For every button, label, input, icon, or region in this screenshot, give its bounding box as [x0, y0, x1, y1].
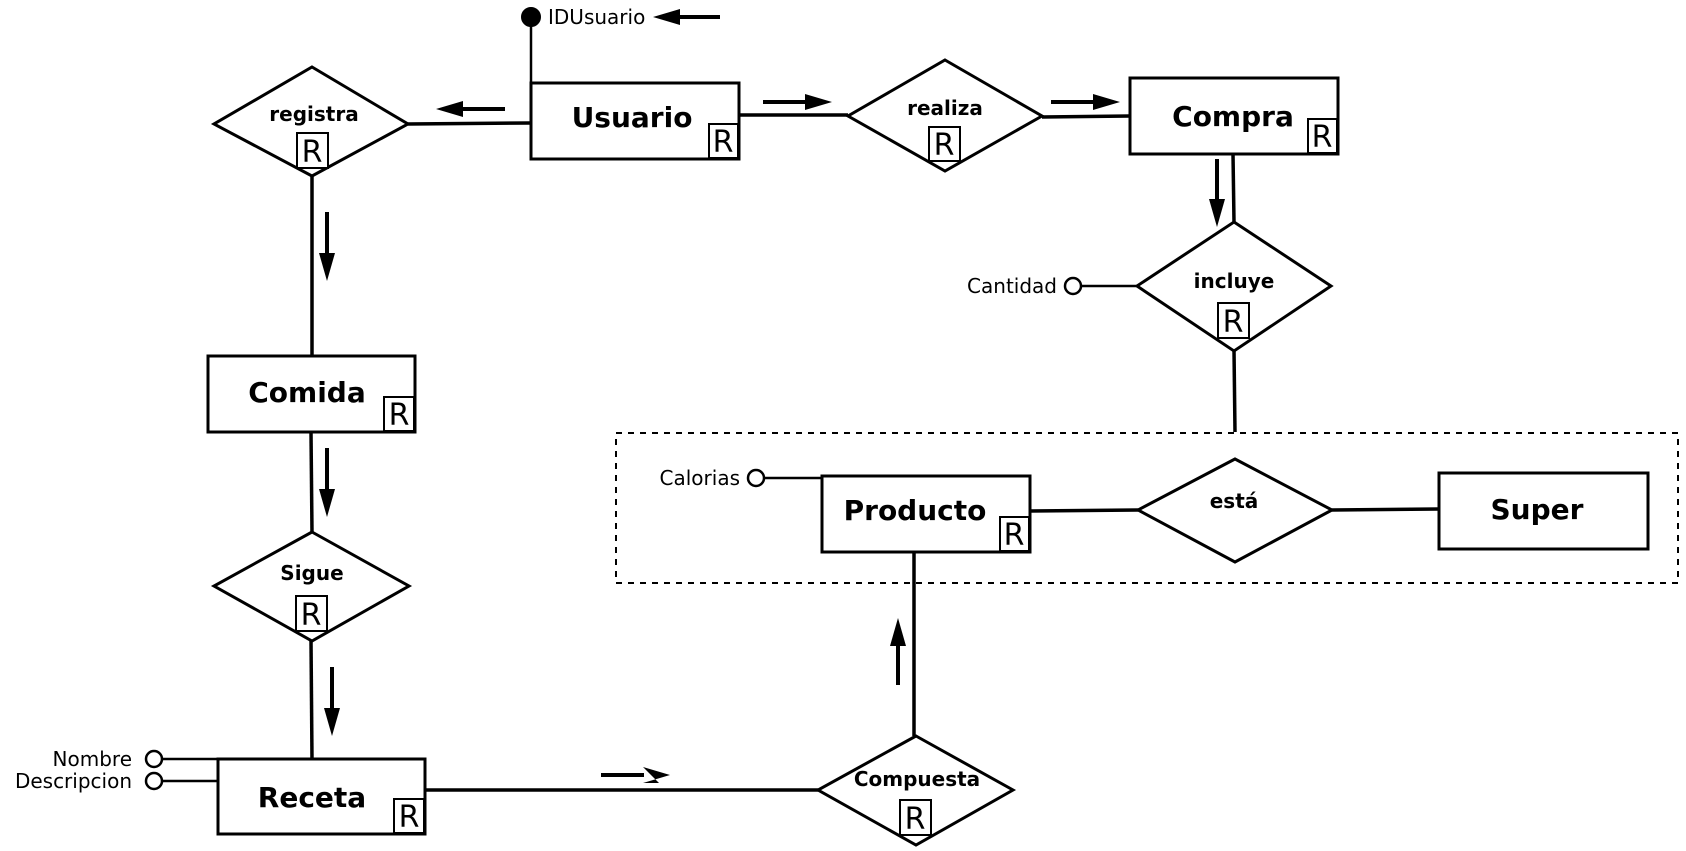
relationship-sigue-label: Sigue: [280, 561, 343, 585]
arrow-right-compra: [1051, 94, 1120, 110]
arrow-down-receta: [324, 667, 340, 736]
attribute-lines: [163, 26, 1137, 783]
entity-compra-box: [1128, 76, 1340, 156]
relationship-esta[interactable]: está: [1134, 457, 1336, 564]
entity-producto[interactable]: Producto R: [820, 474, 1032, 554]
attribute-circle: [1063, 276, 1083, 296]
r-marker: R: [713, 125, 734, 160]
arrow-down-incluye: [1209, 159, 1225, 227]
line-esta-super: [1331, 507, 1440, 512]
connection-lines: [309, 113, 1440, 792]
aggregation-cluster: [615, 432, 1679, 584]
arrow-right-compuesta: [601, 767, 670, 783]
entity-receta-label: Receta: [258, 781, 366, 814]
r-marker: R: [302, 135, 323, 170]
relationship-realiza-label: realiza: [907, 96, 983, 120]
attribute-idusuario[interactable]: IDUsuario: [521, 5, 645, 29]
line-sigue-receta: [309, 639, 314, 760]
relationship-esta-label: está: [1210, 489, 1259, 513]
attribute-descripcion[interactable]: Descripcion: [15, 769, 164, 793]
relationship-sigue[interactable]: Sigue R: [210, 530, 413, 643]
r-marker: R: [1312, 120, 1333, 155]
relationship-incluye-label: incluye: [1194, 269, 1275, 293]
attribute-calorias[interactable]: Calorias: [660, 466, 766, 490]
line-comida-sigue: [309, 431, 314, 533]
relationship-compuesta-diamond: [814, 734, 1017, 847]
r-marker: R: [934, 128, 955, 163]
line-compra-incluye: [1231, 153, 1236, 223]
attribute-cantidad-label: Cantidad: [967, 274, 1057, 298]
line-producto-esta: [1029, 508, 1139, 513]
entity-compra[interactable]: Compra R: [1128, 76, 1340, 156]
relationship-compuesta[interactable]: Compuesta R: [814, 734, 1017, 847]
entity-super[interactable]: Super: [1437, 471, 1650, 551]
r-marker-box: [999, 516, 1030, 552]
arrow-down-sigue: [319, 448, 335, 517]
line-incluye-cluster: [1232, 349, 1237, 433]
cardinality-arrows: [319, 9, 1225, 783]
entity-usuario-label: Usuario: [572, 101, 693, 134]
relationship-realiza-diamond: [844, 58, 1046, 173]
relationship-registra-diamond: [210, 65, 412, 178]
r-marker: R: [399, 800, 420, 835]
r-marker-box: [296, 132, 329, 169]
line-realiza-compra: [1041, 114, 1131, 119]
attribute-circle: [144, 749, 164, 769]
attribute-idusuario-label: IDUsuario: [548, 5, 645, 29]
attribute-circle: [144, 771, 164, 791]
r-marker: R: [905, 802, 926, 837]
r-marker-box: [928, 126, 961, 162]
r-marker-box: [383, 396, 415, 432]
attribute-calorias-label: Calorias: [660, 466, 740, 490]
entity-receta-box: [216, 757, 427, 836]
entity-super-label: Super: [1491, 493, 1584, 526]
r-marker-box: [899, 799, 932, 836]
arrow-right-realiza: [763, 94, 832, 110]
entity-super-box: [1437, 471, 1650, 551]
attribute-nombre-label: Nombre: [53, 747, 132, 771]
entity-usuario-box: [529, 81, 741, 161]
relationship-sigue-diamond: [210, 530, 413, 643]
r-marker: R: [1223, 305, 1244, 340]
entity-receta[interactable]: Receta R: [216, 757, 427, 836]
r-marker-box: [295, 595, 328, 632]
relationship-registra-label: registra: [269, 102, 358, 126]
entity-producto-label: Producto: [844, 494, 987, 527]
entity-producto-box: [820, 474, 1032, 554]
entity-comida[interactable]: Comida R: [206, 354, 417, 434]
arrow-left-registra: [436, 101, 505, 117]
entity-compra-label: Compra: [1172, 100, 1294, 133]
entity-comida-box: [206, 354, 417, 434]
r-marker-box: [708, 123, 739, 159]
relationship-compuesta-label: Compuesta: [854, 767, 980, 791]
entity-comida-label: Comida: [248, 376, 366, 409]
attribute-cantidad[interactable]: Cantidad: [967, 274, 1083, 298]
attribute-circle: [746, 468, 766, 488]
relationship-incluye[interactable]: incluye R: [1134, 220, 1334, 353]
r-marker: R: [301, 598, 322, 633]
arrow-left-idusuario: [653, 9, 720, 25]
relationship-incluye-diamond: [1134, 220, 1334, 353]
r-marker: R: [389, 398, 410, 433]
relationship-realiza[interactable]: realiza R: [844, 58, 1046, 173]
r-marker-box: [393, 798, 425, 834]
arrow-down-comida: [319, 212, 335, 281]
entity-usuario[interactable]: Usuario R: [529, 81, 741, 161]
arrow-up-producto: [890, 618, 906, 685]
r-marker-box: [1307, 118, 1338, 154]
line-registra-usuario: [407, 121, 531, 126]
key-attribute-dot: [521, 7, 541, 27]
attribute-descripcion-label: Descripcion: [15, 769, 132, 793]
r-marker-box: [1217, 302, 1250, 339]
r-marker: R: [1004, 518, 1025, 553]
relationship-registra[interactable]: registra R: [210, 65, 412, 178]
attribute-nombre[interactable]: Nombre: [53, 747, 164, 771]
relationship-esta-diamond: [1134, 457, 1336, 564]
